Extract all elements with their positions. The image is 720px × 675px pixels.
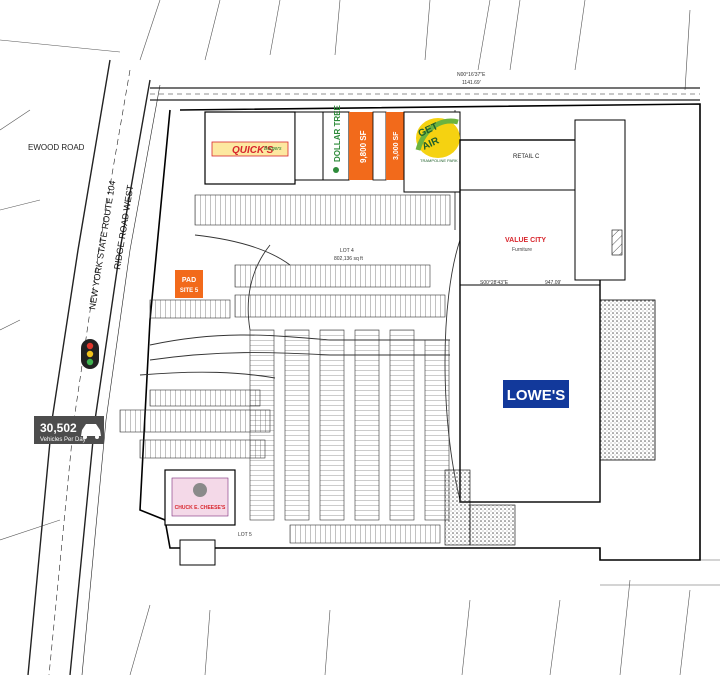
- value-city-label: VALUE CITY: [505, 237, 546, 244]
- car-icon: [81, 424, 101, 439]
- quick-building: QUICK'S Burgers: [204, 111, 296, 185]
- pad-site-5: PAD SITE 5: [175, 270, 203, 298]
- side-road-label: EWOOD ROAD: [28, 143, 85, 152]
- traffic-count: 30,502: [40, 421, 77, 435]
- pad-site-line1: PAD: [182, 277, 196, 284]
- available-space-b: 3,000 SF: [386, 112, 404, 180]
- bearing-top: N00°16'37"E: [457, 72, 486, 78]
- small-pad-building: [179, 539, 216, 566]
- value-city-logo: VALUE CITY Furniture: [505, 237, 546, 253]
- dist-top: 1141.69': [462, 80, 481, 86]
- get-air-building: GET AIR TRAMPOLINE PARK: [403, 111, 461, 193]
- road-label: RIDGE ROAD WEST: [112, 184, 135, 271]
- available-space-a: 9,800 SF: [349, 112, 373, 180]
- lot4-area: 802,136 sq ft: [334, 256, 364, 262]
- lowes-logo: LOWE'S: [503, 380, 569, 408]
- chuck-e-cheese-building: CHUCK E. CHEESE'S: [164, 469, 236, 526]
- quick-label: QUICK'S: [232, 145, 274, 156]
- lot5-label: LOT 5: [238, 532, 252, 538]
- traffic-unit: Vehicles Per Day: [40, 437, 86, 443]
- dist-mid: 947.09': [545, 280, 561, 286]
- space-a-label: 9,800 SF: [359, 130, 368, 163]
- small-unit: [294, 111, 324, 181]
- bearing-mid: S00°28'43"E: [480, 280, 509, 286]
- space-divider: [372, 111, 387, 181]
- retail-c-label: RETAIL C: [513, 154, 540, 160]
- dollar-tree-unit: DOLLAR TREE: [322, 104, 350, 181]
- pad-site-line2: SITE 5: [180, 288, 199, 294]
- value-city-sublabel: Furniture: [512, 247, 532, 253]
- space-b-label: 3,000 SF: [393, 131, 400, 160]
- traffic-count-callout: 30,502 Vehicles Per Day: [34, 416, 104, 444]
- chuck-e-label: CHUCK E. CHEESE'S: [175, 505, 226, 511]
- quick-sublabel: Burgers: [264, 146, 282, 152]
- traffic-light-icon: [81, 339, 99, 369]
- route-label: NEW YORK STATE ROUTE 104: [87, 180, 117, 310]
- drive-aisles: [139, 110, 461, 501]
- route-104-road: [27, 59, 161, 675]
- main-anchor-building: [444, 119, 656, 546]
- dollar-tree-label: DOLLAR TREE: [333, 104, 342, 162]
- get-air-sub: TRAMPOLINE PARK: [420, 158, 458, 163]
- lot4-label: LOT 4: [340, 248, 354, 254]
- frontage-road-top: [150, 87, 700, 101]
- lowes-label: LOWE'S: [507, 387, 566, 404]
